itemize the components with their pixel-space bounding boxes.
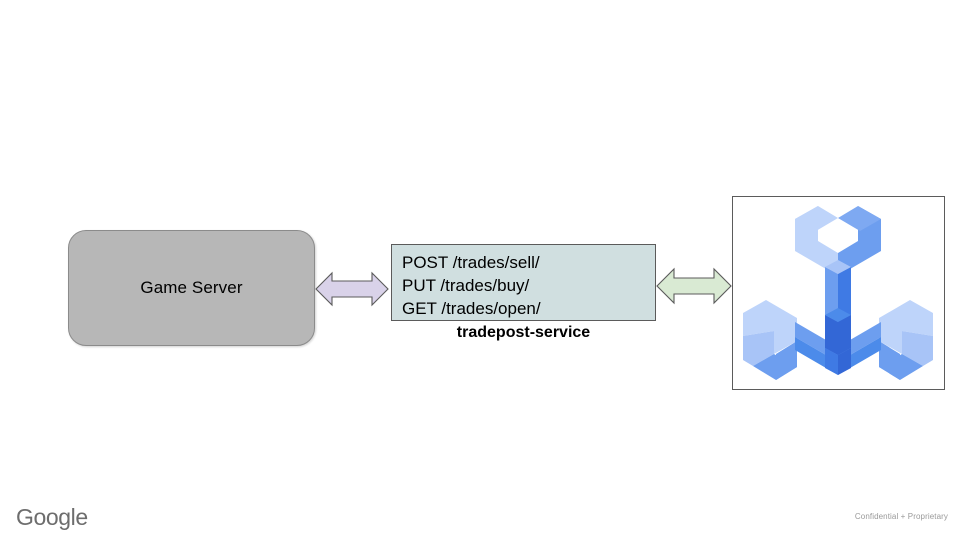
isometric-wrench-icon (743, 206, 933, 380)
game-server-label: Game Server (140, 278, 243, 297)
endpoint-get: GET /trades/open/ (402, 299, 541, 318)
wrench-top-shaft-bevel (825, 260, 851, 274)
wrench-hub (825, 315, 851, 355)
wrench-right-bottom-face (879, 341, 900, 380)
wrench-top-right-cap (838, 206, 881, 231)
google-logo: Google (16, 504, 88, 530)
wrench-right-upper-face (879, 300, 933, 354)
wrench-left-inner-face (743, 331, 774, 366)
game-server-node[interactable]: Game Server (68, 230, 315, 346)
confidential-note: Confidential + Proprietary (854, 512, 948, 521)
wrench-hub-lower-left (825, 348, 838, 375)
endpoint-put: PUT /trades/buy/ (402, 276, 530, 295)
tradepost-service-caption: tradepost-service (456, 324, 591, 341)
wrench-right-inner-face (902, 331, 933, 366)
wrench-left-bottom-face (776, 341, 797, 380)
connector-arrow-left[interactable] (315, 270, 389, 308)
endpoint-post: POST /trades/sell/ (402, 253, 540, 272)
connector-arrow-right[interactable] (656, 266, 732, 306)
connector-arrow-left-shape (315, 271, 389, 307)
tools-icon-panel[interactable] (732, 196, 945, 390)
wrench-left-upper-face (743, 300, 797, 354)
tradepost-service-node[interactable]: POST /trades/sell/ PUT /trades/buy/ GET … (391, 244, 656, 321)
wrench-hub-lower-right (838, 348, 851, 375)
connector-arrow-right-shape (656, 267, 732, 305)
wrench-hub-top (825, 308, 851, 322)
wrench-top-left-cap (795, 206, 838, 231)
